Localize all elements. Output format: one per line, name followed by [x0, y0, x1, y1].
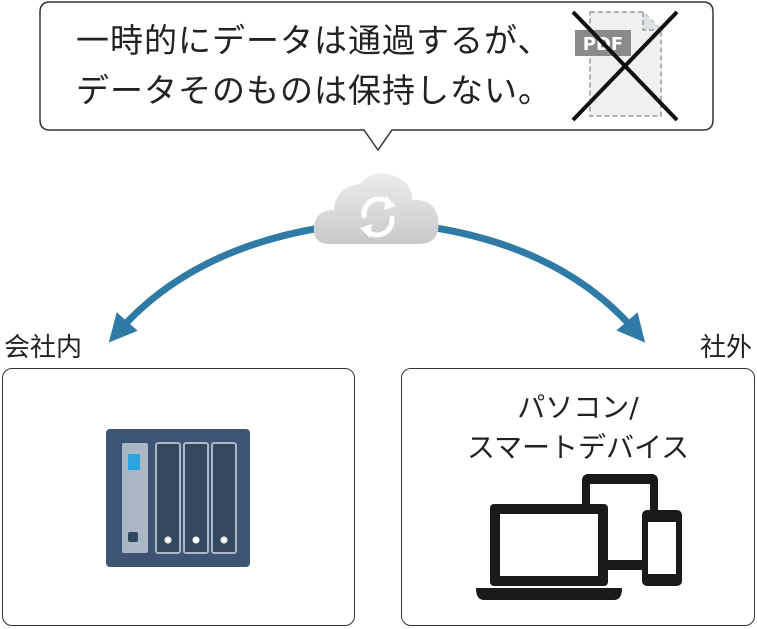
arrows [108, 224, 646, 343]
callout-line-1: 一時的にデータは通過するが、 [76, 21, 552, 60]
phone-icon [642, 510, 682, 586]
device-caption-line-2: スマートデバイス [466, 431, 690, 464]
device-caption-line-1: パソコン/ [517, 391, 639, 424]
external-label: 社外 [700, 333, 753, 363]
callout-text: 一時的にデータは通過するが、 データそのものは保持しない。 [76, 16, 576, 116]
cloud-sync-icon [313, 173, 439, 244]
laptop-icon [476, 504, 622, 600]
arrow-to-internal [108, 224, 321, 343]
internal-label: 会社内 [4, 333, 83, 363]
callout-bubble [39, 1, 714, 152]
laptop-tablet-phone-icon [476, 474, 682, 600]
cross-mark-icon [571, 10, 679, 122]
callout-line-2: データそのものは保持しない。 [76, 71, 552, 110]
arrow-to-external [435, 224, 646, 343]
pdf-file-icon: PDF [571, 10, 679, 122]
nas-icon [106, 429, 250, 567]
device-caption: パソコン/ スマートデバイス [401, 388, 755, 468]
